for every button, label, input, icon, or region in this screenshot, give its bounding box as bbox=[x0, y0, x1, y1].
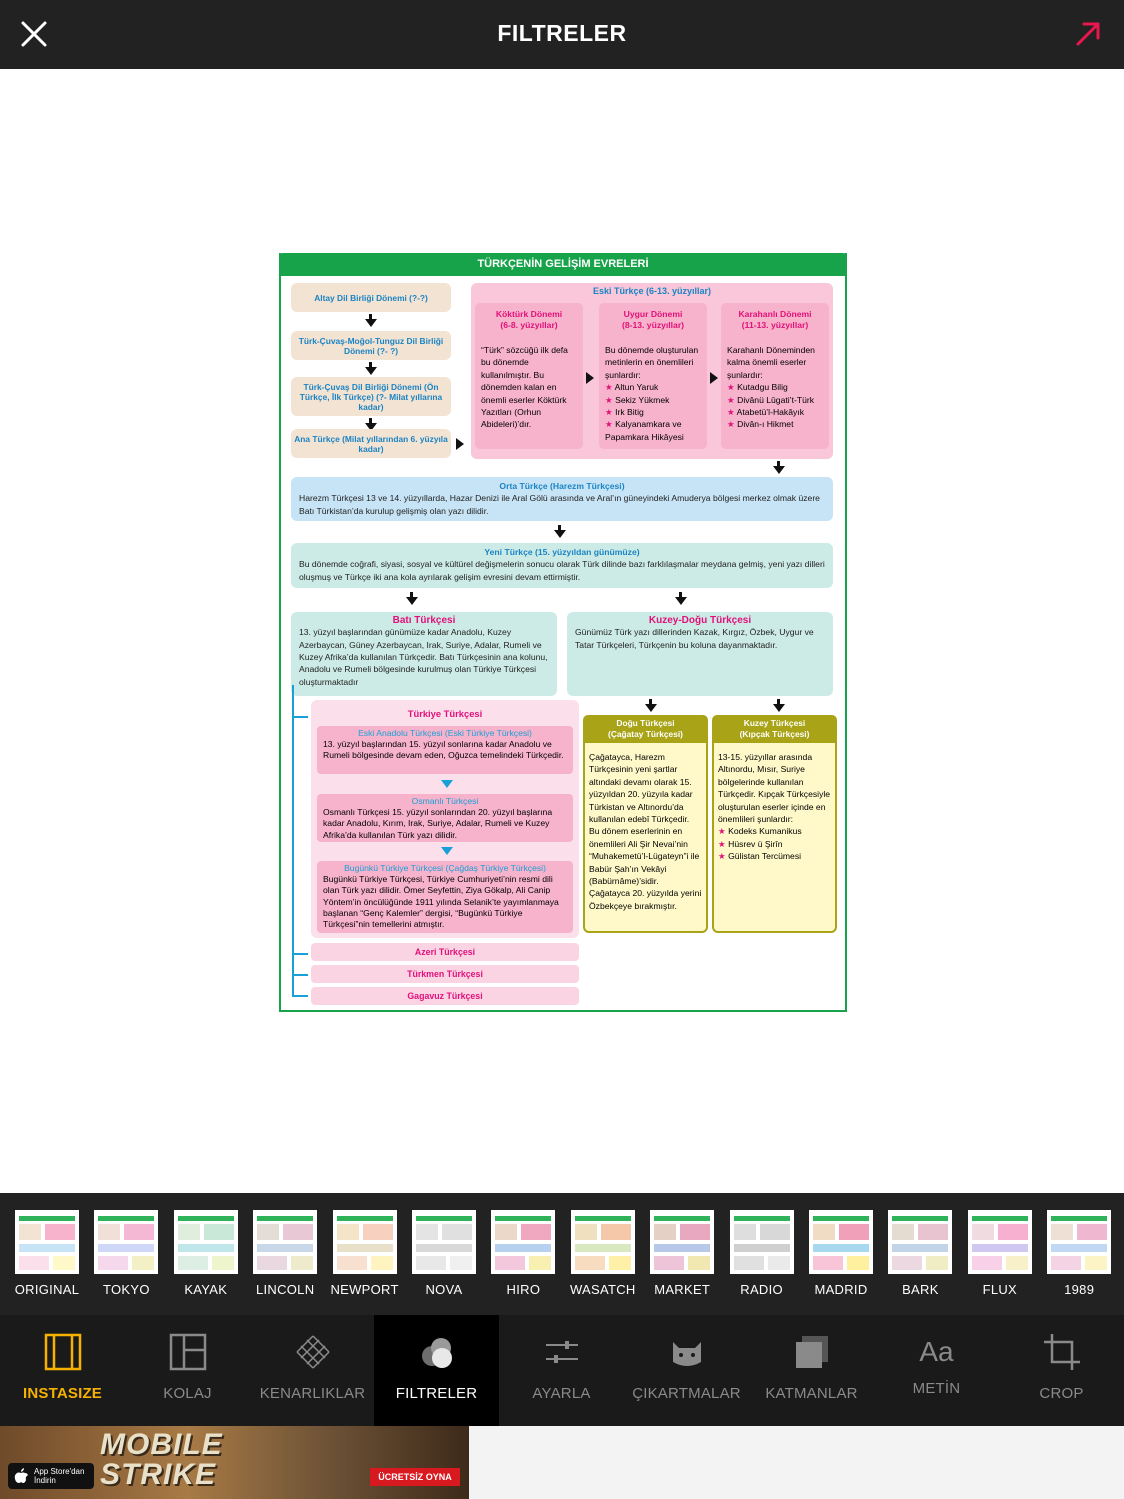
filter-flux[interactable]: FLUX bbox=[960, 1210, 1040, 1297]
filter-madrid[interactable]: MADRID bbox=[801, 1210, 881, 1297]
tool-crop[interactable]: CROP bbox=[999, 1315, 1124, 1426]
filter-thumbnail bbox=[491, 1210, 556, 1274]
orta-turkce-box: Orta Türkçe (Harezm Türkçesi) Harezm Tür… bbox=[291, 477, 833, 521]
dogu-heading: Doğu Türkçesi(Çağatay Türkçesi) bbox=[583, 715, 708, 743]
filter-thumbnail bbox=[94, 1210, 159, 1274]
eski-anadolu-box: Eski Anadolu Türkçesi (Eski Türkiye Türk… bbox=[317, 726, 573, 774]
karahanli-text: Karahanlı Döneminden kalma önemli eserle… bbox=[727, 345, 815, 380]
ad-cta-button[interactable]: ÜCRETSİZ OYNA bbox=[370, 1468, 460, 1486]
filter-label: ORIGINAL bbox=[14, 1282, 80, 1297]
filter-label: WASATCH bbox=[569, 1282, 636, 1297]
kuzey-dogu-box: Kuzey-Doğu Türkçesi Günümüz Türk yazı di… bbox=[567, 612, 833, 696]
filter-bark[interactable]: BARK bbox=[880, 1210, 960, 1297]
tool-cikartmalar[interactable]: ÇIKARTMALAR bbox=[624, 1315, 749, 1426]
filter-label: NOVA bbox=[425, 1282, 463, 1297]
kokturk-text: “Türk” sözcüğü ilk defa bu dönemde kulla… bbox=[481, 345, 568, 430]
stage-box: Altay Dil Birliği Dönemi (?-?) bbox=[291, 283, 451, 312]
filter-label: RADIO bbox=[740, 1282, 783, 1297]
filter-label: LINCOLN bbox=[255, 1282, 315, 1297]
filter-label: BARK bbox=[902, 1282, 939, 1297]
tool-katmanlar[interactable]: KATMANLAR bbox=[749, 1315, 874, 1426]
gagavuz-strip: Gagavuz Türkçesi bbox=[311, 987, 579, 1005]
filter-thumbnail bbox=[729, 1210, 794, 1274]
tool-kenarliklar[interactable]: KENARLIKLAR bbox=[250, 1315, 375, 1426]
filter-thumbnail bbox=[888, 1210, 953, 1274]
filter-label: KAYAK bbox=[184, 1282, 228, 1297]
page-title: FILTRELER bbox=[497, 20, 627, 46]
ad-blank-area bbox=[469, 1426, 1124, 1499]
filter-thumbnail bbox=[650, 1210, 715, 1274]
dogu-turkce-box: Çağatayca, Harezm Türkçesinin yeni şartl… bbox=[583, 741, 708, 933]
yeni-turkce-box: Yeni Türkçe (15. yüzyıldan günümüze) Bu … bbox=[291, 543, 833, 588]
filter-1989[interactable]: 1989 bbox=[1039, 1210, 1119, 1297]
stage-box: Türk-Çuvaş-Moğol-Tunguz Dil Birliği Döne… bbox=[291, 331, 451, 360]
layers-icon bbox=[795, 1336, 828, 1368]
filter-nova[interactable]: NOVA bbox=[404, 1210, 484, 1297]
filter-label: MARKET bbox=[654, 1282, 711, 1297]
filter-thumbnail bbox=[809, 1210, 873, 1274]
bugunku-box: Bugünkü Türkiye Türkçesi (Çağdaş Türkiye… bbox=[317, 861, 573, 933]
filter-tokyo[interactable]: TOKYO bbox=[86, 1210, 166, 1297]
uygur-box: Uygur Dönemi(8-13. yüzyıllar) Bu dönemde… bbox=[599, 303, 707, 449]
tool-metin[interactable]: Aa METİN bbox=[874, 1315, 999, 1426]
filter-thumbnail bbox=[253, 1210, 318, 1274]
apple-icon bbox=[14, 1468, 28, 1483]
azeri-strip: Azeri Türkçesi bbox=[311, 943, 579, 961]
filter-strip: ORIGINAL TOKYO KAYAK LINCOLN NEWPORT NOVA HIRO… bbox=[0, 1193, 1124, 1315]
filter-thumbnail bbox=[332, 1210, 397, 1274]
filter-thumbnail bbox=[412, 1210, 476, 1274]
kuzey-heading: Kuzey Türkçesi(Kıpçak Türkçesi) bbox=[712, 715, 837, 743]
filter-wasatch[interactable]: WASATCH bbox=[563, 1210, 643, 1297]
filter-thumbnail bbox=[967, 1210, 1032, 1274]
text-icon: Aa bbox=[919, 1336, 954, 1367]
top-bar: FILTRELER bbox=[0, 0, 1124, 69]
borders-icon bbox=[295, 1335, 330, 1369]
uygur-text: Bu dönemde oluşturulan metinlerin en öne… bbox=[605, 345, 699, 380]
filter-label: FLUX bbox=[982, 1282, 1018, 1297]
filter-label: HIRO bbox=[506, 1282, 541, 1297]
instasize-icon bbox=[44, 1333, 81, 1371]
crop-icon bbox=[1043, 1334, 1080, 1370]
filter-lincoln[interactable]: LINCOLN bbox=[245, 1210, 325, 1297]
close-icon[interactable] bbox=[18, 18, 50, 50]
eski-heading: Eski Türkçe (6-13. yüzyıllar) bbox=[592, 286, 712, 296]
filter-label: 1989 bbox=[1064, 1282, 1095, 1297]
filter-label: TOKYO bbox=[103, 1282, 150, 1297]
stage-box: Türk-Çuvaş Dil Birliği Dönemi (Ön Türkçe… bbox=[291, 377, 451, 416]
osmanli-box: Osmanlı Türkçesi Osmanlı Türkçesi 15. yü… bbox=[317, 794, 573, 842]
filter-radio[interactable]: RADIO bbox=[722, 1210, 802, 1297]
kokturk-box: Köktürk Dönemi(6-8. yüzyıllar) “Türk” sö… bbox=[475, 303, 583, 449]
share-arrow-icon[interactable] bbox=[1072, 18, 1104, 50]
tool-ayarla[interactable]: AYARLA bbox=[499, 1315, 624, 1426]
filter-thumbnail bbox=[173, 1210, 238, 1274]
filter-market[interactable]: MARKET bbox=[642, 1210, 722, 1297]
document-image: TÜRKÇENİN GELİŞİM EVRELERİ Altay Dil Bir… bbox=[279, 253, 847, 1012]
filters-icon bbox=[421, 1338, 452, 1368]
tool-filtreler[interactable]: FILTRELER bbox=[374, 1315, 499, 1426]
adjust-icon bbox=[545, 1341, 578, 1363]
kuzey-turkce-box: 13-15. yüzyıllar arasında Altınordu, Mıs… bbox=[712, 741, 837, 933]
stickers-icon bbox=[672, 1342, 701, 1366]
collage-icon bbox=[169, 1333, 206, 1371]
filter-thumbnail bbox=[1047, 1210, 1112, 1274]
tool-instasize[interactable]: INSTASIZE bbox=[0, 1315, 125, 1426]
turkmen-strip: Türkmen Türkçesi bbox=[311, 965, 579, 983]
filter-newport[interactable]: NEWPORT bbox=[325, 1210, 405, 1297]
filter-hiro[interactable]: HIRO bbox=[483, 1210, 563, 1297]
tool-kolaj[interactable]: KOLAJ bbox=[125, 1315, 250, 1426]
stage-box: Ana Türkçe (Milat yıllarından 6. yüzyıla… bbox=[291, 429, 451, 458]
filter-label: MADRID bbox=[814, 1282, 868, 1297]
filter-original[interactable]: ORIGINAL bbox=[7, 1210, 87, 1297]
filter-thumbnail bbox=[15, 1210, 79, 1274]
filter-label: NEWPORT bbox=[330, 1282, 399, 1297]
karahanli-box: Karahanlı Dönemi(11-13. yüzyıllar) Karah… bbox=[721, 303, 829, 449]
doc-title: TÜRKÇENİN GELİŞİM EVRELERİ bbox=[279, 253, 847, 276]
filter-kayak[interactable]: KAYAK bbox=[166, 1210, 246, 1297]
filter-thumbnail bbox=[570, 1210, 635, 1274]
tool-bar: INSTASIZE KOLAJ KENARLIKLAR FILTRELER bbox=[0, 1315, 1124, 1426]
bati-turkce-box: Batı Türkçesi 13. yüzyıl başlarından gün… bbox=[291, 612, 557, 696]
